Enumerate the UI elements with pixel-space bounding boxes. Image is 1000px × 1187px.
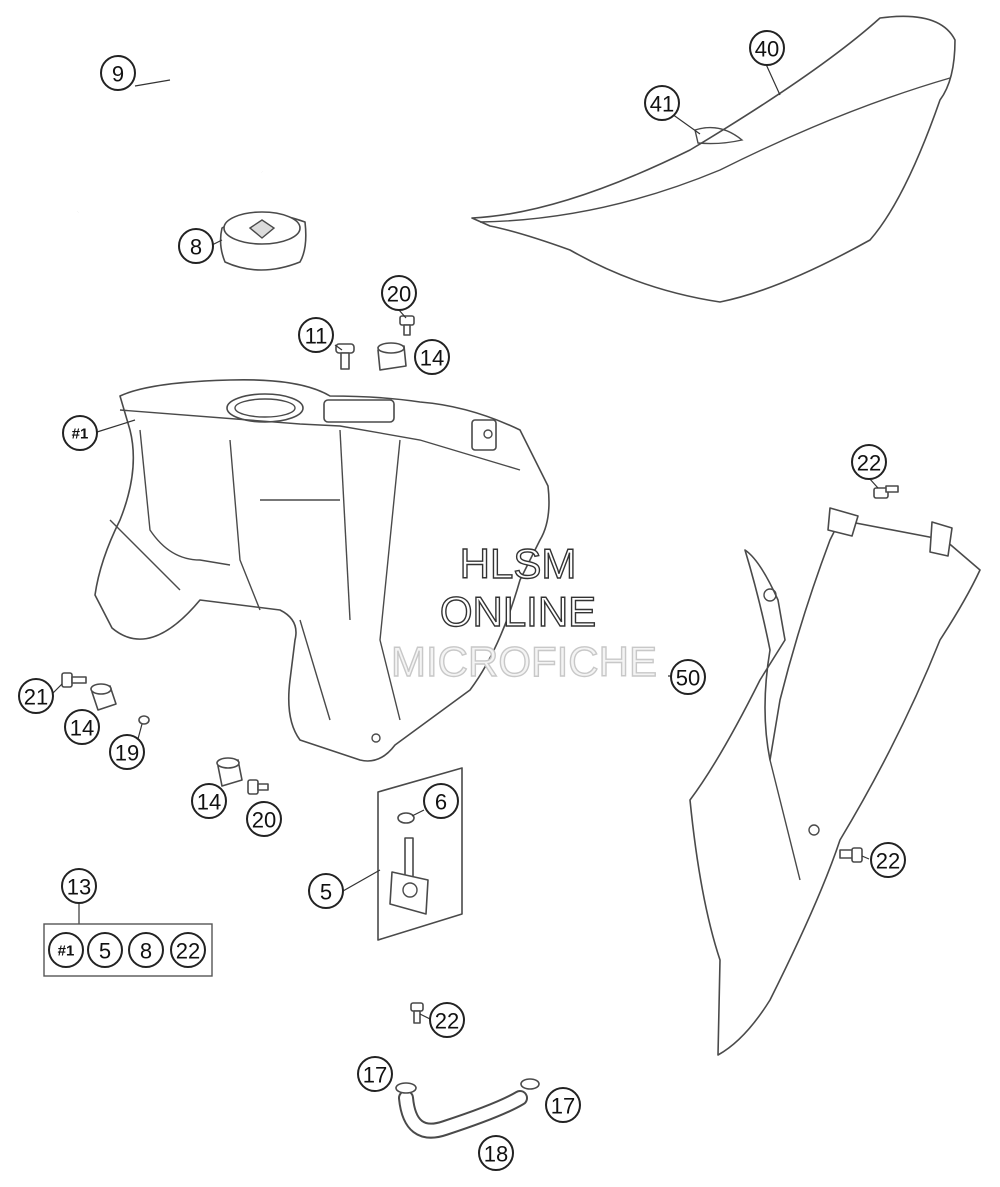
svg-text:11: 11 — [305, 324, 328, 349]
callout-9: 9 — [100, 55, 136, 91]
callout-50: 50 — [670, 659, 706, 695]
svg-text:17: 17 — [551, 1094, 575, 1119]
screw-22c-part — [410, 1002, 424, 1024]
svg-text:18: 18 — [484, 1142, 508, 1167]
watermark-line1: HLSM — [460, 540, 577, 587]
svg-text:41: 41 — [650, 92, 674, 117]
watermark-line3: MICROFICHE — [391, 638, 657, 685]
screw-22b-part — [839, 847, 863, 863]
screw-11-part — [335, 343, 355, 370]
svg-text:6: 6 — [435, 790, 447, 815]
svg-text:22: 22 — [176, 939, 200, 964]
bushing-14a-part — [377, 342, 407, 371]
breather-hose-part — [74, 64, 266, 213]
svg-text:#1: #1 — [72, 426, 89, 443]
svg-text:#1: #1 — [58, 943, 75, 960]
watermark-line2: ONLINE — [440, 588, 596, 635]
callout-6: 6 — [423, 783, 459, 819]
svg-text:22: 22 — [857, 451, 881, 476]
kit-item-22: 22 — [170, 932, 206, 968]
callout-20b: 20 — [246, 801, 282, 837]
callout-21: 21 — [18, 678, 54, 714]
callout-22c: 22 — [429, 1002, 465, 1038]
callout-18: 18 — [478, 1135, 514, 1171]
callout-13: 13 — [61, 868, 97, 904]
kit-item-5: 5 — [87, 932, 123, 968]
washer-19-part — [138, 715, 150, 725]
svg-text:17: 17 — [363, 1063, 387, 1088]
callout-22b: 22 — [870, 842, 906, 878]
svg-text:22: 22 — [876, 849, 900, 874]
fuel-cap-part — [219, 211, 307, 271]
callout-14b: 14 — [64, 709, 100, 745]
bushing-14c-part — [216, 757, 243, 787]
callout-40: 40 — [749, 30, 785, 66]
svg-text:8: 8 — [190, 235, 202, 260]
kit-item-8: 8 — [128, 932, 164, 968]
callout-8: 8 — [178, 228, 214, 264]
kit-item-1: #1 — [48, 932, 84, 968]
svg-text:40: 40 — [755, 37, 779, 62]
fuel-hose-part — [398, 1090, 528, 1139]
svg-text:22: 22 — [435, 1009, 459, 1034]
svg-text:50: 50 — [676, 666, 700, 691]
callout-41: 41 — [644, 85, 680, 121]
svg-text:14: 14 — [70, 716, 94, 741]
svg-text:19: 19 — [115, 741, 139, 766]
callout-14c: 14 — [191, 783, 227, 819]
side-cover-part — [689, 507, 981, 1056]
hose-clamp-17b-part — [520, 1078, 540, 1090]
callout-14a: 14 — [414, 339, 450, 375]
screw-22a-part — [873, 485, 899, 499]
screw-20a-part — [399, 315, 415, 336]
callout-5: 5 — [308, 873, 344, 909]
callout-17b: 17 — [545, 1087, 581, 1123]
svg-text:21: 21 — [24, 685, 48, 710]
screw-20b-part — [247, 779, 269, 795]
svg-text:8: 8 — [140, 939, 152, 964]
svg-text:14: 14 — [197, 790, 221, 815]
svg-text:13: 13 — [67, 875, 91, 900]
svg-text:14: 14 — [420, 346, 444, 371]
svg-text:20: 20 — [387, 282, 411, 307]
fuel-tank-part — [94, 379, 550, 762]
svg-text:5: 5 — [99, 939, 111, 964]
callout-17a: 17 — [357, 1056, 393, 1092]
callout-20a: 20 — [381, 275, 417, 311]
hose-clamp-17a-part — [395, 1082, 417, 1094]
watermark: HLSM ONLINE MICROFICHE — [390, 539, 657, 685]
seat-part — [471, 15, 956, 303]
callout-11: 11 — [298, 317, 334, 353]
svg-text:9: 9 — [112, 62, 124, 87]
screw-21-part — [61, 672, 87, 688]
svg-text:20: 20 — [252, 808, 276, 833]
svg-text:5: 5 — [320, 880, 332, 905]
callout-22a: 22 — [851, 444, 887, 480]
callout-19: 19 — [109, 734, 145, 770]
callout-1: #1 — [62, 415, 98, 451]
bushing-14b-part — [90, 683, 117, 711]
